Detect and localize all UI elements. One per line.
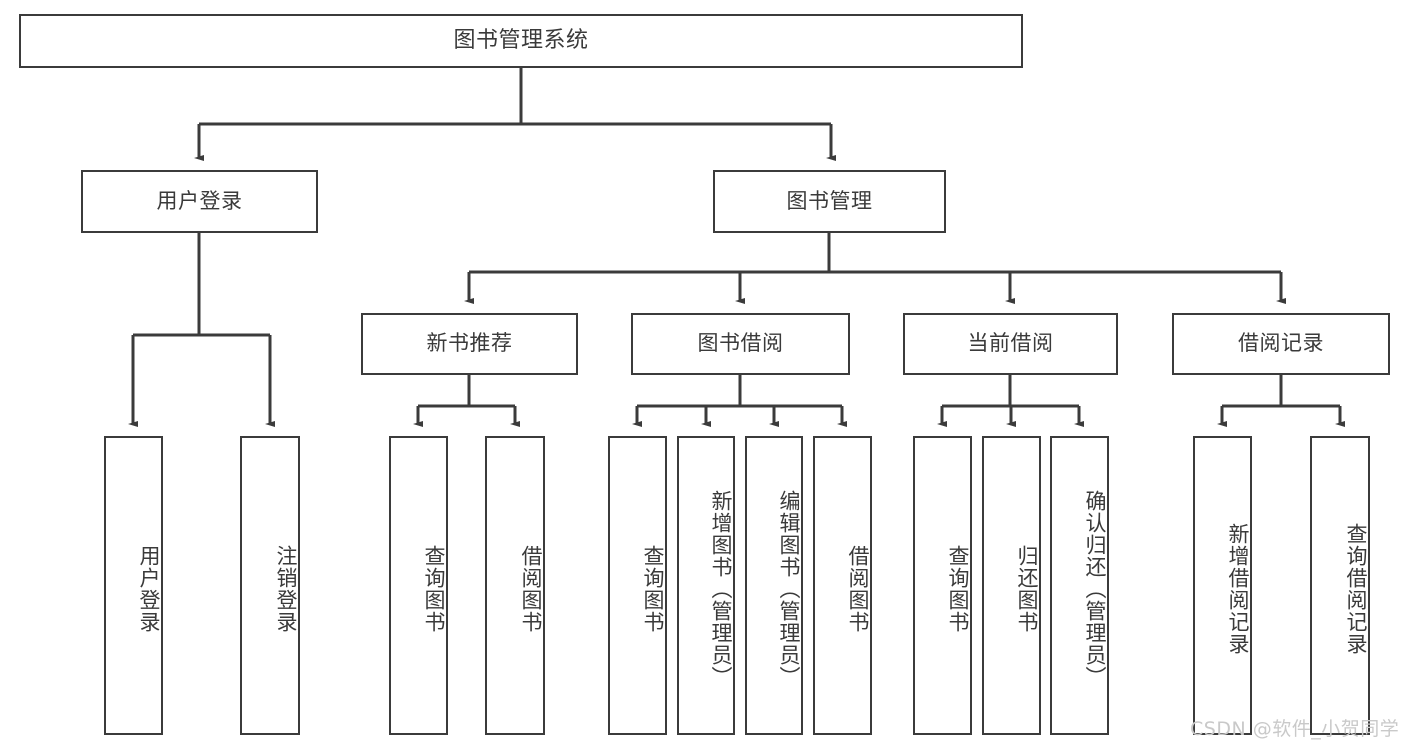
leaf-query-book-3[interactable]: 查询图书	[913, 436, 972, 735]
leaf-query-book-1[interactable]: 查询图书	[389, 436, 448, 735]
leaf-label: 新增图书（管理员）	[709, 489, 733, 688]
leaf-label: 用户登录	[137, 544, 161, 633]
leaf-add-record[interactable]: 新增借阅记录	[1193, 436, 1252, 735]
leaf-label: 查询图书	[422, 544, 446, 633]
leaf-label: 查询借阅记录	[1344, 522, 1368, 655]
leaf-label: 编辑图书（管理员）	[777, 489, 801, 688]
node-book-management[interactable]: 图书管理	[713, 170, 946, 233]
leaf-confirm-return[interactable]: 确认归还（管理员）	[1050, 436, 1109, 735]
csdn-watermark: CSDN @软件_小贺同学	[1190, 718, 1400, 740]
leaf-label: 借阅图书	[846, 544, 870, 633]
node-book-borrow[interactable]: 图书借阅	[631, 313, 850, 375]
leaf-borrow-book-2[interactable]: 借阅图书	[813, 436, 872, 735]
leaf-add-book[interactable]: 新增图书（管理员）	[677, 436, 735, 735]
node-root[interactable]: 图书管理系统	[19, 14, 1023, 68]
node-borrow-record[interactable]: 借阅记录	[1172, 313, 1390, 375]
node-user-login[interactable]: 用户登录	[81, 170, 318, 233]
node-new-book-recommend[interactable]: 新书推荐	[361, 313, 578, 375]
leaf-label: 借阅图书	[519, 544, 543, 633]
leaf-query-record[interactable]: 查询借阅记录	[1310, 436, 1370, 735]
leaf-edit-book[interactable]: 编辑图书（管理员）	[745, 436, 803, 735]
leaf-label: 新增借阅记录	[1226, 522, 1250, 655]
leaf-label: 注销登录	[274, 544, 298, 633]
leaf-label: 查询图书	[946, 544, 970, 633]
leaf-label: 确认归还（管理员）	[1083, 489, 1107, 688]
leaf-user-login[interactable]: 用户登录	[104, 436, 163, 735]
leaf-label: 归还图书	[1015, 544, 1039, 633]
leaf-return-book[interactable]: 归还图书	[982, 436, 1041, 735]
leaf-query-book-2[interactable]: 查询图书	[608, 436, 667, 735]
node-current-borrow[interactable]: 当前借阅	[903, 313, 1118, 375]
leaf-logout[interactable]: 注销登录	[240, 436, 300, 735]
leaf-borrow-book-1[interactable]: 借阅图书	[485, 436, 545, 735]
leaf-label: 查询图书	[641, 544, 665, 633]
